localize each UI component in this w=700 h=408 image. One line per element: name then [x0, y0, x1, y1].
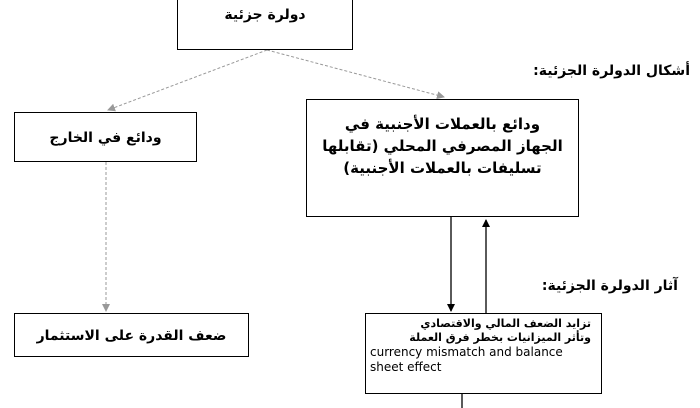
foreign-deposits-box: ودائع في الخارج [14, 112, 197, 162]
partial-dollarization-text: دولرة جزئية [224, 7, 306, 23]
arrow-top-to-right [266, 49, 445, 100]
weak-investment-box: ضعف القدرة على الاستثمار [14, 313, 249, 357]
effects-box: تزايد الضعف المالي والاقتصادي وتأثر المي… [365, 313, 602, 394]
domestic-deposits-line-1: ودائع بالعملات الأجنبية في [344, 115, 541, 133]
effects-ar-line-2: وتأثر الميزانيات بخطر فرق العملة [409, 331, 591, 344]
domestic-deposits-line-2: الجهاز المصرفي المحلي (تقابلها [322, 137, 563, 155]
effects-label: آثار الدولرة الجزئية: [541, 278, 678, 294]
weak-investment-text: ضعف القدرة على الاستثمار [36, 328, 227, 344]
forms-label: أشكال الدولرة الجزئية: [533, 63, 690, 79]
arrow-top-to-left [107, 49, 268, 112]
effects-ar-line-1: تزايد الضعف المالي والاقتصادي [420, 317, 591, 330]
effects-en-line-1: currency mismatch and balance [370, 345, 563, 359]
domestic-deposits-line-3: تسليفات بالعملات الأجنبية) [343, 159, 542, 177]
domestic-deposits-box: ودائع بالعملات الأجنبية في الجهاز المصرف… [306, 99, 579, 217]
effects-en-line-2: sheet effect [370, 360, 442, 374]
foreign-deposits-text: ودائع في الخارج [49, 130, 162, 146]
partial-dollarization-box: دولرة جزئية [177, 0, 353, 50]
